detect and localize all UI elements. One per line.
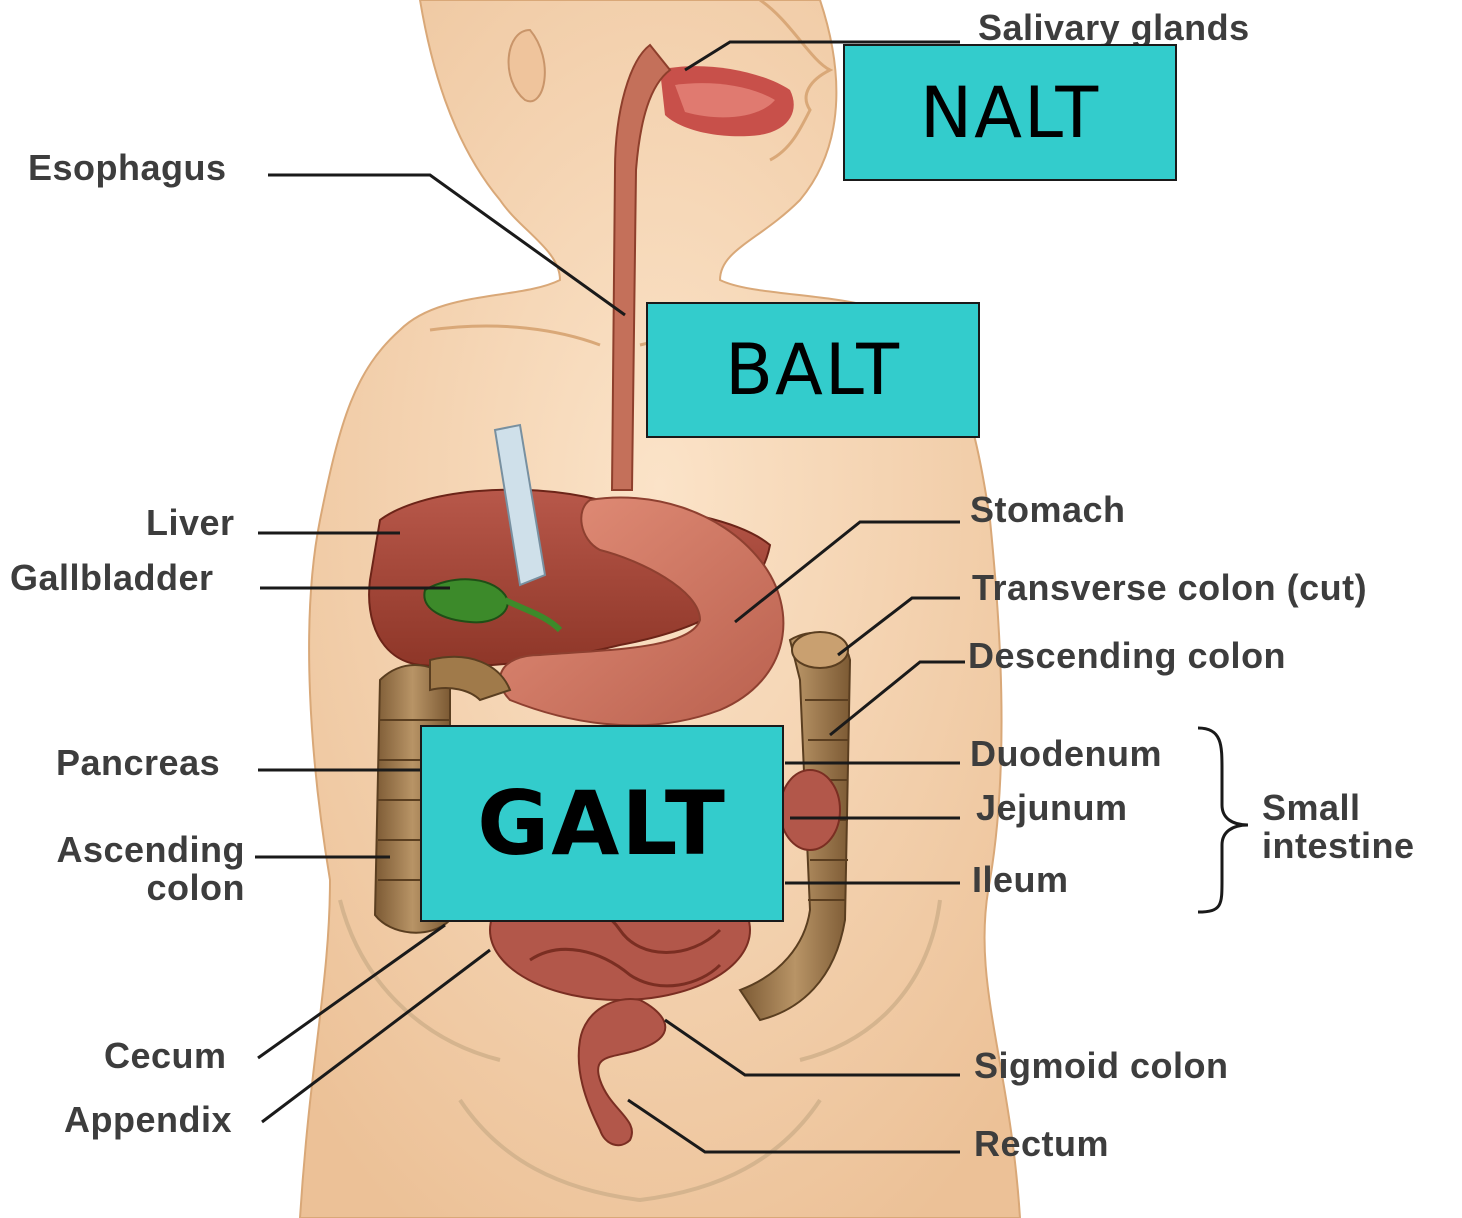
label-transverse-colon: Transverse colon (cut) (972, 570, 1367, 606)
label-duodenum: Duodenum (970, 736, 1162, 772)
label-liver: Liver (146, 505, 235, 541)
galt-box: GALT (420, 725, 784, 922)
label-descending-colon: Descending colon (968, 638, 1286, 674)
label-esophagus: Esophagus (28, 150, 227, 186)
label-small-intestine: Small intestine (1262, 790, 1415, 864)
label-cecum: Cecum (104, 1038, 227, 1074)
small-intestine-brace (1198, 728, 1248, 912)
label-jejunum: Jejunum (976, 790, 1128, 826)
label-ascending-colon-line1: Ascending (20, 832, 245, 868)
label-ileum: Ileum (972, 862, 1069, 898)
label-salivary-glands: Salivary glands (978, 10, 1250, 46)
label-gallbladder: Gallbladder (10, 560, 214, 596)
label-pancreas: Pancreas (56, 745, 220, 781)
label-appendix: Appendix (64, 1102, 232, 1138)
label-ascending-colon-line2: colon (20, 870, 245, 906)
label-sigmoid-colon: Sigmoid colon (974, 1048, 1229, 1084)
label-ascending-colon: Ascending colon (20, 832, 245, 906)
label-stomach: Stomach (970, 492, 1126, 528)
balt-box: BALT (646, 302, 980, 438)
label-rectum: Rectum (974, 1126, 1109, 1162)
label-small-intestine-line2: intestine (1262, 828, 1415, 864)
label-small-intestine-line1: Small (1262, 790, 1415, 826)
nalt-box: NALT (843, 44, 1177, 181)
